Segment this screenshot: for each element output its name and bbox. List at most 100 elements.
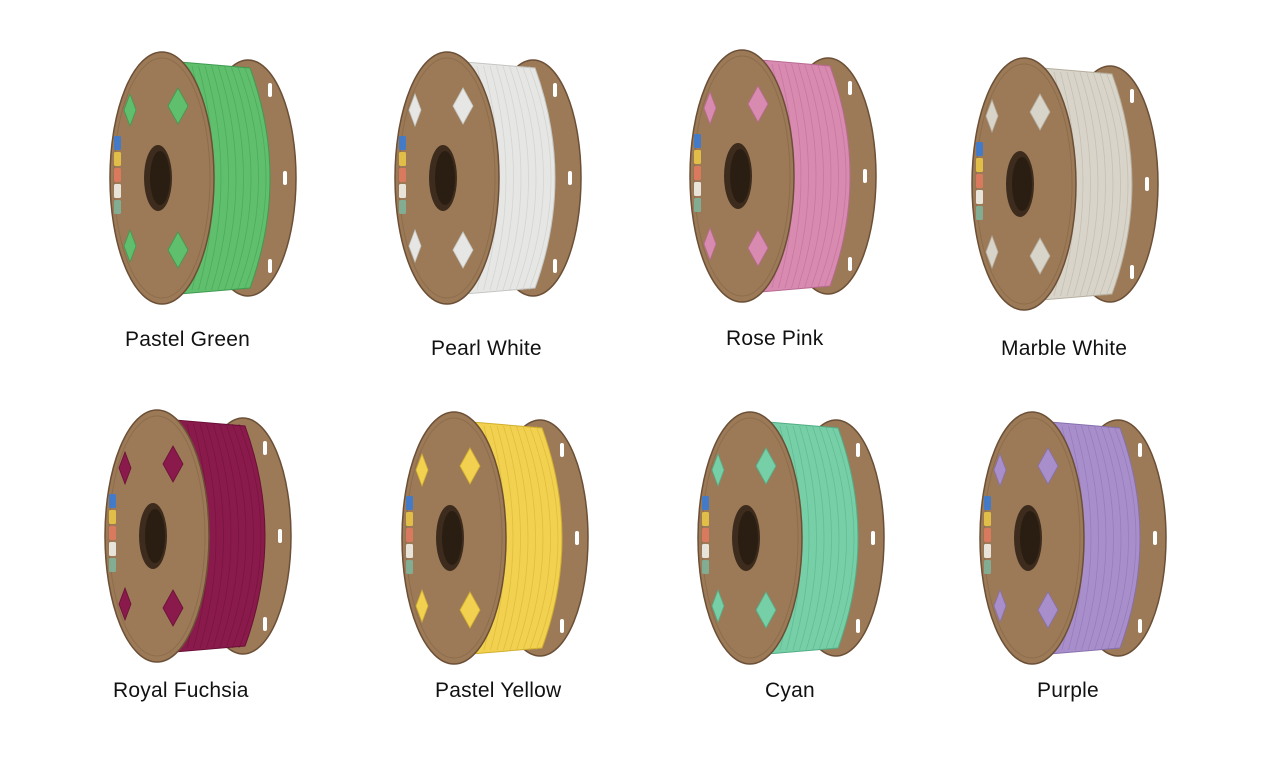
flange-window — [162, 445, 184, 483]
spool-item-pastel-yellow: Pastel Yellow — [392, 400, 692, 760]
filament-winding — [225, 423, 247, 649]
label-sticker — [984, 512, 991, 526]
flange-window — [118, 450, 132, 486]
flange-window — [123, 228, 137, 264]
flange-slot — [575, 531, 579, 545]
spool-item-pearl-white: Pearl White — [385, 40, 685, 400]
flange-window — [993, 452, 1007, 488]
flange-window — [703, 226, 717, 262]
label-sticker — [114, 200, 121, 214]
filament-winding — [489, 65, 507, 291]
spool-label: Marble White — [1001, 337, 1128, 360]
filament-winding — [1100, 425, 1122, 651]
flange-window — [408, 228, 422, 264]
filament-winding — [1107, 425, 1129, 651]
label-sticker — [406, 496, 413, 510]
flange-window — [167, 231, 189, 269]
flange-window — [459, 591, 481, 629]
label-sticker — [109, 510, 116, 524]
label-sticker — [406, 512, 413, 526]
filament-winding — [1073, 71, 1091, 297]
spool-item-cyan: Cyan — [688, 400, 988, 760]
filament-winding — [528, 65, 552, 291]
filament-winding — [1099, 71, 1121, 297]
spool-item-purple: Purple — [970, 400, 1270, 760]
flange-window — [123, 92, 137, 128]
flange-window — [703, 90, 717, 126]
label-sticker — [399, 152, 406, 166]
filament-winding — [522, 425, 544, 651]
label-sticker — [694, 182, 701, 196]
filament-winding — [217, 65, 237, 291]
filament-winding — [818, 425, 840, 651]
filament-winding — [232, 423, 254, 649]
label-sticker — [109, 526, 116, 540]
filament-winding — [212, 423, 232, 649]
label-sticker — [399, 168, 406, 182]
label-sticker — [976, 190, 983, 204]
filament-winding — [496, 65, 514, 291]
filament-winding — [211, 65, 229, 291]
flange-window — [755, 447, 777, 485]
filament-winding — [784, 63, 802, 289]
filament-winding — [496, 425, 514, 651]
flange-slot — [1130, 89, 1134, 103]
hub-hole-inner — [150, 151, 170, 205]
spool-label: Pearl White — [431, 337, 542, 360]
flange-slot — [1138, 443, 1142, 457]
label-sticker — [984, 528, 991, 542]
flange-slot — [1130, 265, 1134, 279]
filament-winding — [219, 423, 239, 649]
hub-hole-inner — [738, 511, 758, 565]
label-sticker — [984, 560, 991, 574]
hub-hole-inner — [145, 509, 165, 563]
filament-winding — [516, 425, 536, 651]
label-sticker — [114, 136, 121, 150]
filament-winding — [831, 425, 855, 651]
filament-winding — [502, 65, 522, 291]
label-sticker — [976, 158, 983, 172]
spool-image — [697, 411, 885, 665]
label-sticker — [694, 150, 701, 164]
filament-winding — [515, 65, 537, 291]
hub-hole-inner — [730, 149, 750, 203]
label-sticker — [702, 528, 709, 542]
flange-window — [747, 85, 769, 123]
flange-window — [167, 87, 189, 125]
flange-slot — [1153, 531, 1157, 545]
flange-slot — [1138, 619, 1142, 633]
flange-window — [755, 591, 777, 629]
flange-window — [415, 452, 429, 488]
label-sticker — [694, 166, 701, 180]
filament-winding — [799, 425, 817, 651]
flange-slot — [560, 443, 564, 457]
flange-slot — [848, 81, 852, 95]
flange-window — [408, 92, 422, 128]
label-sticker — [399, 136, 406, 150]
label-sticker — [702, 560, 709, 574]
spool-label: Cyan — [765, 679, 815, 702]
filament-winding — [1113, 425, 1137, 651]
filament-winding — [509, 425, 529, 651]
filament-winding — [230, 65, 252, 291]
flange-slot — [871, 531, 875, 545]
filament-winding — [224, 65, 244, 291]
label-sticker — [406, 560, 413, 574]
flange-window — [1029, 237, 1051, 275]
spool-image — [971, 57, 1159, 311]
filament-winding — [509, 65, 529, 291]
filament-winding — [817, 63, 839, 289]
filament-winding — [791, 63, 809, 289]
label-sticker — [114, 168, 121, 182]
spool-image — [109, 51, 297, 305]
filament-winding — [1079, 71, 1099, 297]
flange-window — [459, 447, 481, 485]
hub-hole-inner — [442, 511, 462, 565]
label-sticker — [406, 544, 413, 558]
flange-window — [162, 589, 184, 627]
label-sticker — [694, 134, 701, 148]
hub-hole-inner — [1012, 157, 1032, 211]
flange-window — [1029, 93, 1051, 131]
label-sticker — [399, 200, 406, 214]
label-sticker — [976, 174, 983, 188]
